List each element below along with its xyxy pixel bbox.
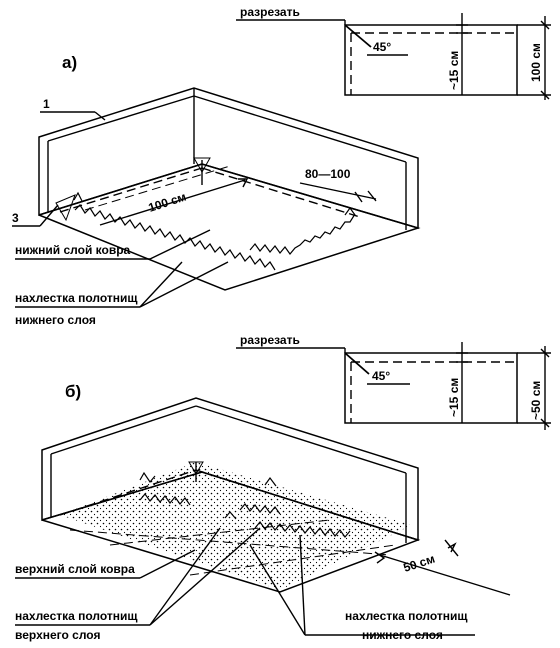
dim-15-b: ~15 см <box>447 378 461 417</box>
dim-80-100-a: 80—100 <box>305 167 351 181</box>
wall-a <box>38 87 419 230</box>
cut-detail-a <box>344 24 518 96</box>
dim-100-floor-a: 100 см <box>147 189 188 214</box>
panel-a <box>12 13 551 308</box>
label-num-3: 3 <box>12 211 19 225</box>
angle-label-a: 45° <box>373 40 391 54</box>
overlap-upper-line1: нахлестка полотнищ <box>15 609 138 623</box>
dim-15-a: ~15 см <box>447 51 461 90</box>
cut-detail-b <box>344 352 518 424</box>
overlap-a-line1: нахлестка полотнищ <box>15 291 138 305</box>
overlap-lower-line2: нижнего слоя <box>362 628 443 642</box>
panel-a-letter: а) <box>62 53 77 72</box>
dim-50-side-b: ~50 см <box>529 381 543 420</box>
overlap-upper-line2: верхнего слоя <box>15 628 100 642</box>
overlap-lower-line1: нахлестка полотнищ <box>345 609 468 623</box>
cut-label-a: разрезать <box>240 5 300 19</box>
panel-b <box>15 342 551 636</box>
cut-label-b: разрезать <box>240 333 300 347</box>
overlap-a-line2: нижнего слоя <box>15 313 96 327</box>
dim-100-side-a: 100 см <box>529 43 543 82</box>
lower-layer-label: нижний слой ковра <box>15 243 131 257</box>
angle-label-b: 45° <box>372 369 390 383</box>
panel-b-letter: б) <box>65 382 81 401</box>
label-num-1: 1 <box>43 97 50 111</box>
upper-layer-label: верхний слой ковра <box>15 562 135 576</box>
